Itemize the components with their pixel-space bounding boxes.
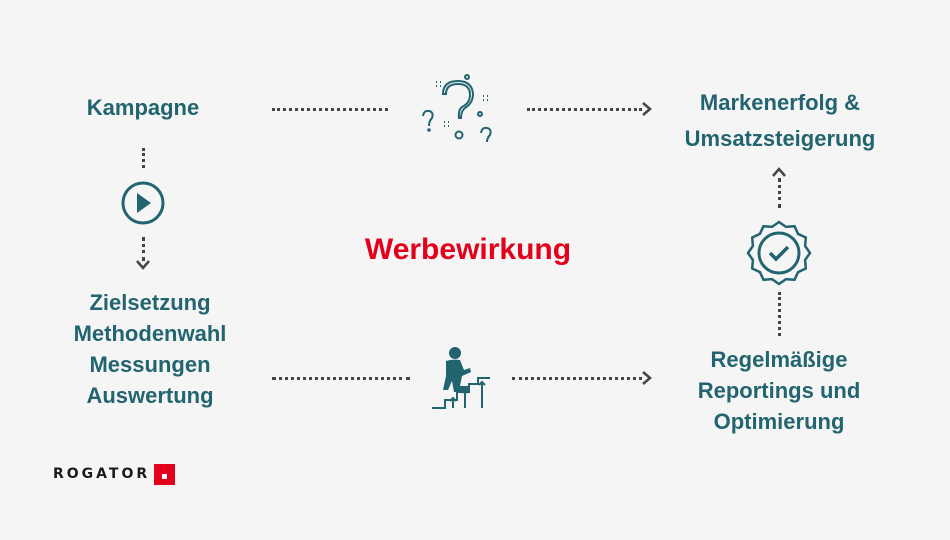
play-icon — [121, 181, 165, 225]
node-markenerfolg-line2: Umsatzsteigerung — [684, 126, 876, 151]
career-stairs-icon — [432, 347, 490, 409]
logo-square — [154, 463, 176, 485]
question-marks-icon — [422, 74, 492, 143]
dotted-arrow — [142, 237, 145, 261]
reporting-line3: Optimierung — [713, 409, 845, 434]
dotted-arrow — [527, 108, 642, 111]
dotted-connector — [272, 377, 410, 380]
arrowhead-down-icon — [136, 260, 150, 270]
quality-badge-icon — [746, 220, 812, 286]
rogator-logo: ROGATOR — [53, 463, 176, 485]
dotted-arrow — [778, 178, 781, 208]
step-zielsetzung: Zielsetzung — [89, 290, 211, 315]
center-title: Werbewirkung — [364, 233, 572, 266]
arrowhead-right-icon — [642, 371, 652, 385]
dotted-arrow — [512, 377, 642, 380]
dotted-connector — [272, 108, 388, 111]
node-markenerfolg-line1: Markenerfolg & — [699, 90, 861, 115]
step-auswertung: Auswertung — [86, 383, 214, 408]
step-methodenwahl: Methodenwahl — [73, 321, 227, 346]
step-messungen: Messungen — [89, 352, 211, 377]
node-kampagne: Kampagne — [86, 95, 200, 120]
reporting-line2: Reportings und — [697, 378, 861, 403]
logo-text: ROGATOR — [53, 466, 151, 482]
dotted-connector — [778, 292, 781, 336]
dotted-connector — [142, 148, 145, 168]
reporting-line1: Regelmäßige — [710, 347, 848, 372]
arrowhead-right-icon — [642, 102, 652, 116]
arrowhead-up-icon — [772, 167, 786, 177]
